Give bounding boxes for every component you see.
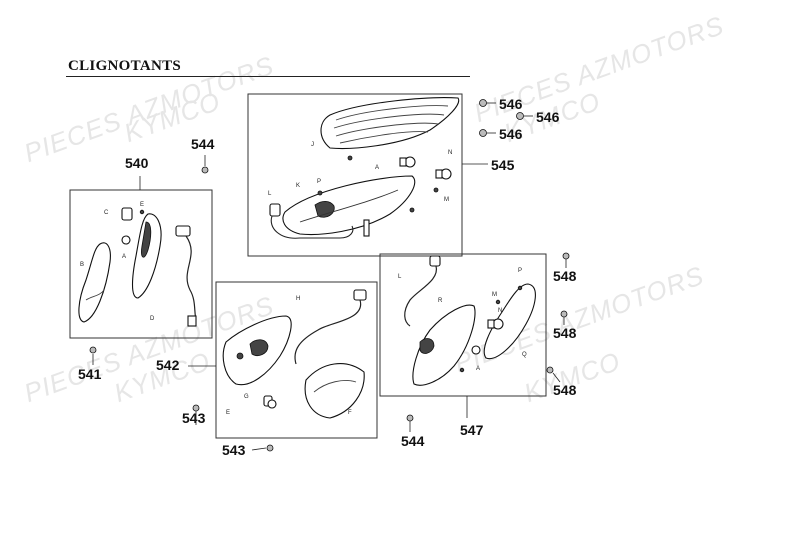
callout-543: 543 (222, 442, 246, 458)
screw-a2-547 (459, 367, 465, 373)
label-g: G (244, 394, 249, 400)
lens-f (304, 363, 365, 419)
callout-540: 540 (125, 155, 149, 171)
screw-541 (89, 346, 97, 354)
callout-546: 546 (499, 96, 523, 112)
group-box-540 (69, 189, 213, 339)
label-d: D (150, 316, 155, 322)
callout-548: 548 (553, 268, 577, 284)
bulb-socket-l (269, 203, 354, 239)
callout-542: 542 (156, 357, 180, 373)
screw-m-547 (495, 299, 501, 305)
housing-r (412, 304, 476, 386)
title-underline (66, 76, 470, 77)
callout-548: 548 (553, 325, 577, 341)
label-k: K (296, 183, 300, 189)
label-p-547: P (518, 268, 522, 274)
group-box-547 (379, 253, 547, 397)
screw-546-group (479, 99, 533, 137)
label-e: E (140, 202, 144, 208)
callout-545: 545 (491, 157, 515, 173)
screw-j (347, 155, 353, 161)
housing-k (282, 175, 416, 237)
screw-544a (201, 166, 209, 174)
bulb-a-547 (471, 345, 481, 355)
callout-544: 544 (191, 136, 215, 152)
callout-544: 544 (401, 433, 425, 449)
wire-l-547 (404, 255, 441, 327)
label-h: H (296, 296, 300, 302)
housing-542 (222, 315, 292, 386)
screw-m (433, 187, 439, 193)
page-title: CLIGNOTANTS (68, 58, 182, 74)
label-a: A (375, 165, 379, 171)
screw-p (317, 190, 323, 196)
bulb-a-base (399, 157, 407, 167)
bulb-n-base (435, 169, 443, 179)
label-j: J (311, 142, 314, 148)
screw-p-547 (517, 285, 523, 291)
label-m-547: M (492, 292, 497, 298)
screw-548a (562, 252, 570, 260)
bulb-c (121, 207, 133, 221)
wire-h (294, 289, 367, 365)
group-box-545 (247, 93, 463, 257)
screw-543b (266, 444, 274, 452)
label-m: M (444, 197, 449, 203)
callout-546: 546 (536, 109, 560, 125)
label-r: R (438, 298, 443, 304)
lens-j (320, 97, 460, 150)
label-e-542: E (226, 410, 230, 416)
screw-544b (406, 414, 414, 422)
screw-e-540 (139, 209, 145, 215)
bulb-a-542 (267, 399, 277, 409)
label-l-547: L (398, 274, 402, 280)
screw-548c (546, 366, 554, 374)
label-n: N (448, 150, 452, 156)
label-f: F (348, 410, 352, 416)
bulb-a-540 (121, 235, 131, 245)
bulb-n-547-base (487, 319, 495, 329)
callout-547: 547 (460, 422, 484, 438)
lens-b (78, 242, 111, 323)
callout-541: 541 (78, 366, 102, 382)
housing-d (131, 213, 162, 299)
label-c: C (104, 210, 109, 216)
wire-harness-540 (175, 225, 197, 327)
lens-q (483, 283, 536, 360)
screw-k2 (409, 207, 415, 213)
label-p: P (317, 179, 321, 185)
label-q: Q (522, 352, 527, 358)
screw-548b (560, 310, 568, 318)
label-a-540: A (122, 254, 126, 260)
callout-546: 546 (499, 126, 523, 142)
callout-548: 548 (553, 382, 577, 398)
label-b: B (80, 262, 84, 268)
label-l: L (268, 191, 272, 197)
group-box-542 (215, 281, 378, 439)
label-n-547: N (498, 308, 502, 314)
callout-543: 543 (182, 410, 206, 426)
label-a-547: A (476, 366, 480, 372)
